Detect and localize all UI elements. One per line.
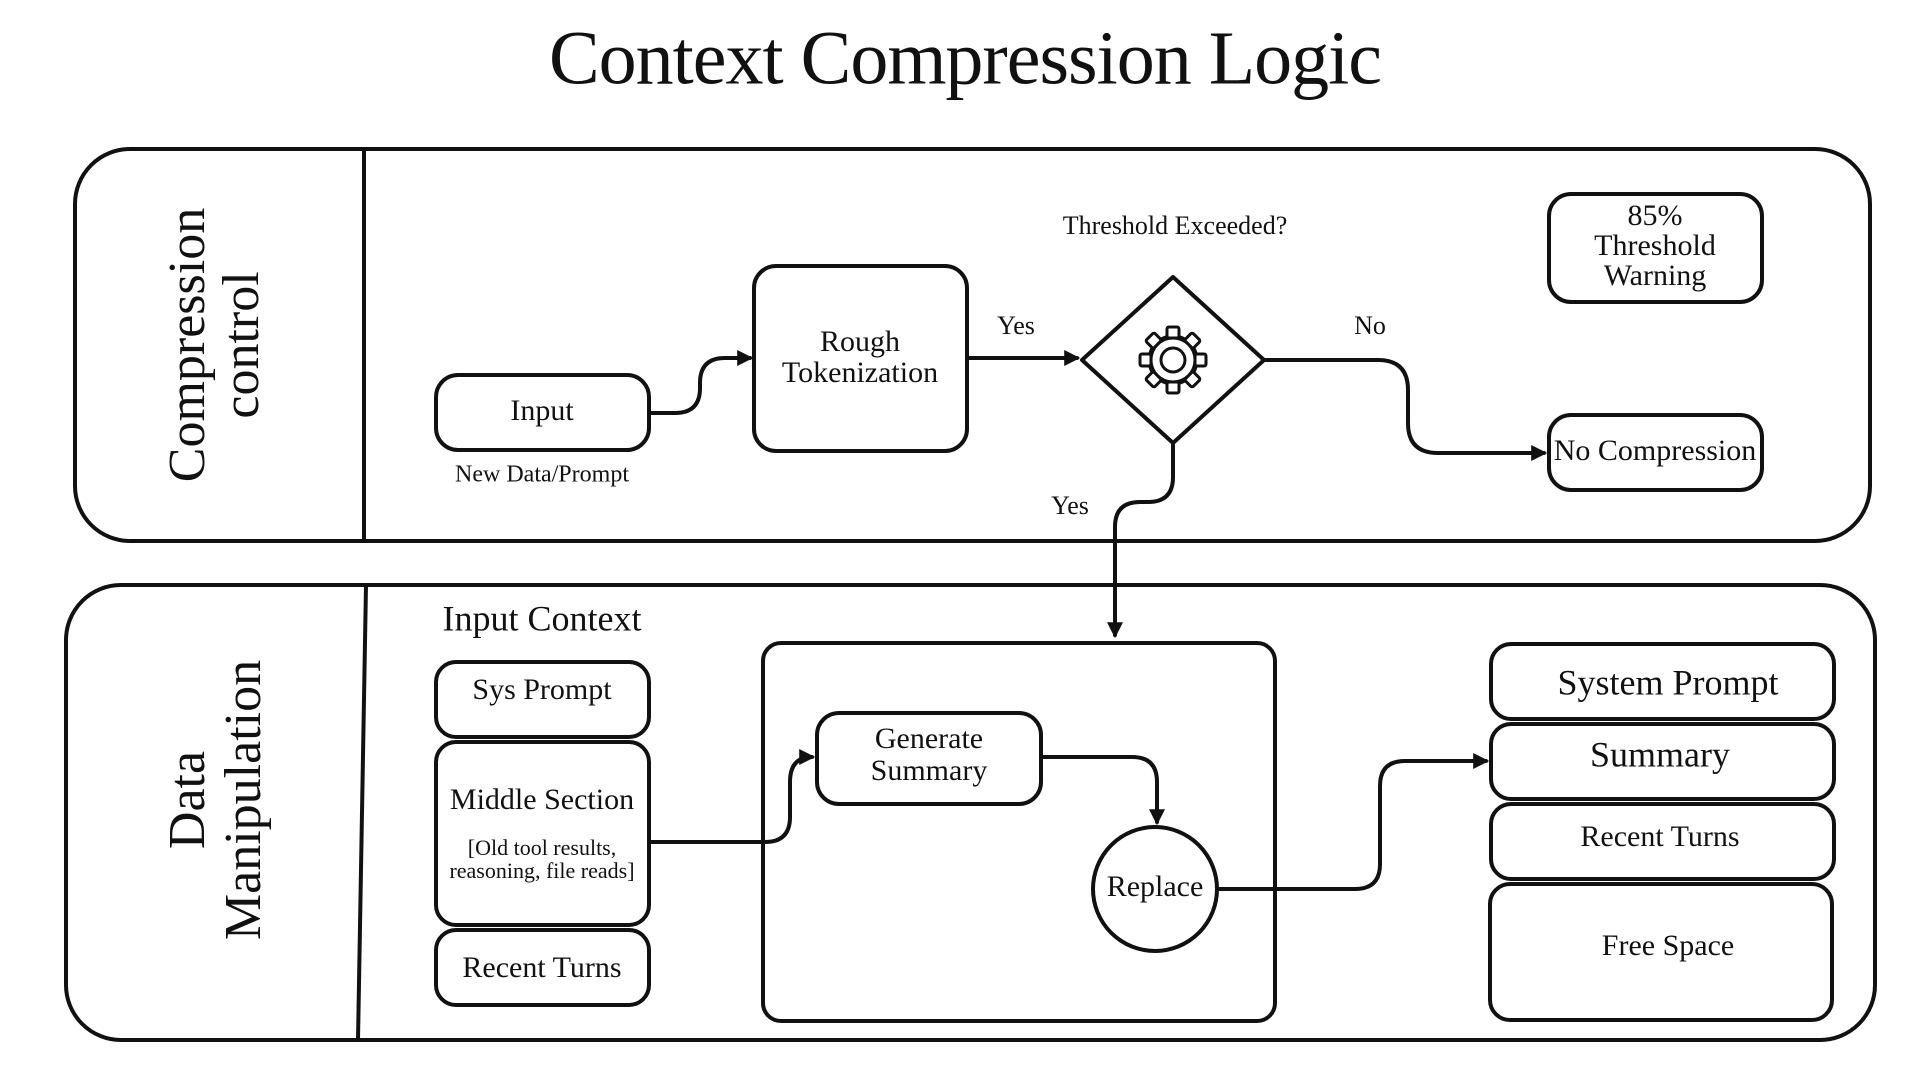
svg-text:Rough: Rough	[820, 325, 900, 358]
svg-text:control: control	[213, 271, 270, 418]
svg-text:Tokenization: Tokenization	[782, 356, 938, 389]
diagram-title: Context Compression Logic	[549, 16, 1381, 100]
lane-border	[73, 147, 1872, 543]
lane-border	[64, 583, 1877, 1042]
svg-text:Generate: Generate	[875, 722, 983, 755]
output-system-prompt-block: System Prompt	[1489, 642, 1836, 721]
lane-divider	[356, 584, 368, 1041]
svg-text:System Prompt: System Prompt	[1557, 662, 1778, 702]
svg-text:Recent Turns: Recent Turns	[462, 951, 621, 984]
recent-turns-block: Recent Turns	[434, 928, 651, 1007]
output-free-space-block: Free Space	[1488, 882, 1834, 1022]
svg-text:[Old tool results,: [Old tool results,	[468, 835, 617, 860]
svg-text:No Compression: No Compression	[1554, 434, 1757, 467]
label-yes-right: Yes	[997, 311, 1035, 340]
lane-label: Data Manipulation	[159, 660, 272, 940]
svg-text:85%: 85%	[1628, 199, 1683, 232]
rough-tokenization-node: Rough Tokenization	[752, 264, 969, 453]
connector-decision-no	[1264, 358, 1548, 461]
middle-section-block: Middle Section [Old tool results, reason…	[434, 740, 651, 927]
decision-node	[1080, 275, 1266, 445]
processing-container	[761, 641, 1277, 1023]
svg-text:Manipulation: Manipulation	[215, 660, 272, 940]
threshold-warning-node: 85% Threshold Warning	[1547, 192, 1764, 304]
input-node: Input	[434, 373, 651, 452]
lane-label: Compression control	[159, 208, 270, 482]
svg-text:Sys Prompt: Sys Prompt	[472, 673, 612, 706]
generate-summary-node: Generate Summary	[815, 711, 1043, 806]
svg-text:Warning: Warning	[1604, 259, 1707, 292]
label-yes-down: Yes	[1051, 491, 1089, 520]
svg-text:Free Space: Free Space	[1602, 929, 1734, 962]
sys-prompt-block: Sys Prompt	[434, 660, 651, 739]
connector-middle-to-generate	[649, 749, 816, 844]
svg-text:Summary: Summary	[1590, 734, 1730, 774]
gear-icon	[1138, 325, 1208, 395]
lane-data-manipulation: Data Manipulation	[64, 583, 1877, 1042]
svg-text:Replace: Replace	[1107, 870, 1204, 903]
svg-text:Middle Section: Middle Section	[450, 783, 634, 816]
svg-text:Compression: Compression	[159, 208, 216, 482]
connector-decision-yes-down	[1107, 443, 1175, 639]
input-caption: New Data/Prompt	[455, 462, 629, 488]
lane-compression-control: Compression control	[73, 147, 1872, 543]
decision-question: Threshold Exceeded?	[1063, 211, 1288, 240]
svg-text:reasoning, file reads]: reasoning, file reads]	[449, 858, 634, 883]
svg-text:Input: Input	[510, 394, 574, 427]
svg-text:Threshold: Threshold	[1594, 229, 1716, 262]
connector-replace-to-summary	[1217, 753, 1490, 891]
svg-text:Recent Turns: Recent Turns	[1580, 820, 1739, 853]
svg-text:Data: Data	[159, 751, 216, 849]
svg-text:Summary: Summary	[871, 754, 988, 787]
connector-input-to-tokenization	[649, 350, 754, 415]
replace-node: Replace	[1091, 825, 1219, 953]
output-recent-turns-block: Recent Turns	[1489, 802, 1836, 881]
input-context-title: Input Context	[443, 598, 642, 638]
no-compression-node: No Compression	[1547, 413, 1764, 492]
label-no: No	[1354, 311, 1386, 340]
output-summary-block: Summary	[1489, 722, 1836, 801]
connector-generate-to-replace	[1041, 755, 1165, 826]
